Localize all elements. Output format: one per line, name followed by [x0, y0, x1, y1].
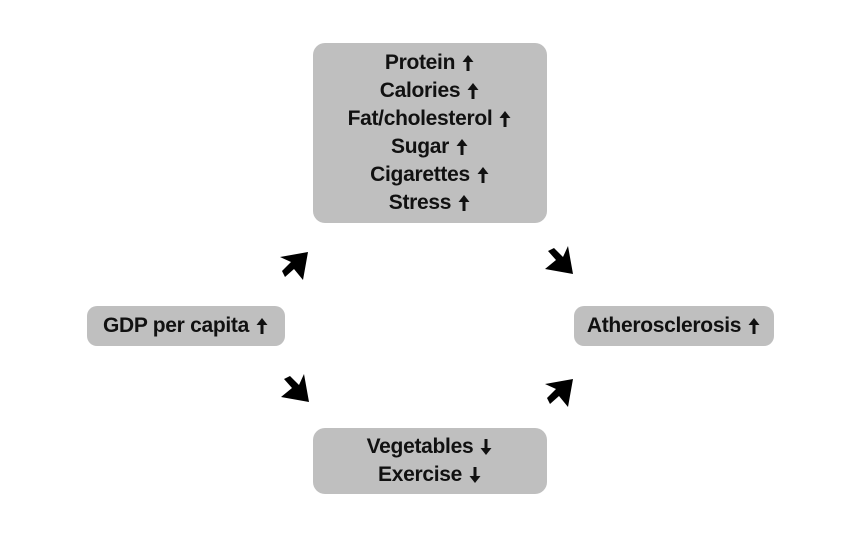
box-line: Atherosclerosis — [587, 312, 761, 340]
box-line-text: Stress — [388, 191, 452, 214]
up-arrow-icon — [477, 167, 489, 183]
box-line-text: Cigarettes — [370, 163, 470, 186]
box-line-text: GDP per capita — [103, 314, 249, 337]
arrow-gdp-to-factors-icon — [280, 252, 308, 280]
box-line-text: Protein — [384, 51, 456, 74]
box-line: GDP per capita — [103, 312, 269, 340]
arrow-vegetables-to-atherosclerosis-icon — [545, 379, 573, 407]
down-arrow-icon — [480, 439, 492, 455]
atherosclerosis-box: Atherosclerosis — [574, 306, 774, 346]
up-arrow-icon — [748, 318, 760, 334]
box-line-text: Sugar — [390, 135, 449, 158]
down-arrow-icon — [469, 467, 481, 483]
gdp-box: GDP per capita — [87, 306, 285, 346]
arrow-gdp-to-vegetables-icon — [281, 374, 309, 402]
box-line: Protein — [385, 49, 475, 77]
arrow-factors-to-atherosclerosis-icon — [545, 246, 573, 274]
box-line: Cigarettes — [370, 161, 490, 189]
up-arrow-icon — [499, 111, 511, 127]
box-line: Fat/cholesterol — [348, 105, 513, 133]
box-line-text: Atherosclerosis — [586, 314, 742, 337]
box-line-text: Fat/cholesterol — [347, 107, 493, 130]
box-line: Sugar — [391, 133, 469, 161]
box-line: Exercise — [378, 461, 482, 489]
box-line-text: Calories — [379, 79, 461, 102]
up-arrow-icon — [462, 55, 474, 71]
box-line-text: Exercise — [377, 463, 462, 486]
box-line: Calories — [380, 77, 480, 105]
up-arrow-icon — [458, 195, 470, 211]
up-arrow-icon — [456, 139, 468, 155]
up-arrow-icon — [256, 318, 268, 334]
up-arrow-icon — [467, 83, 479, 99]
box-line: Vegetables — [367, 433, 494, 461]
box-line: Stress — [389, 189, 471, 217]
box-line-text: Vegetables — [366, 435, 474, 458]
